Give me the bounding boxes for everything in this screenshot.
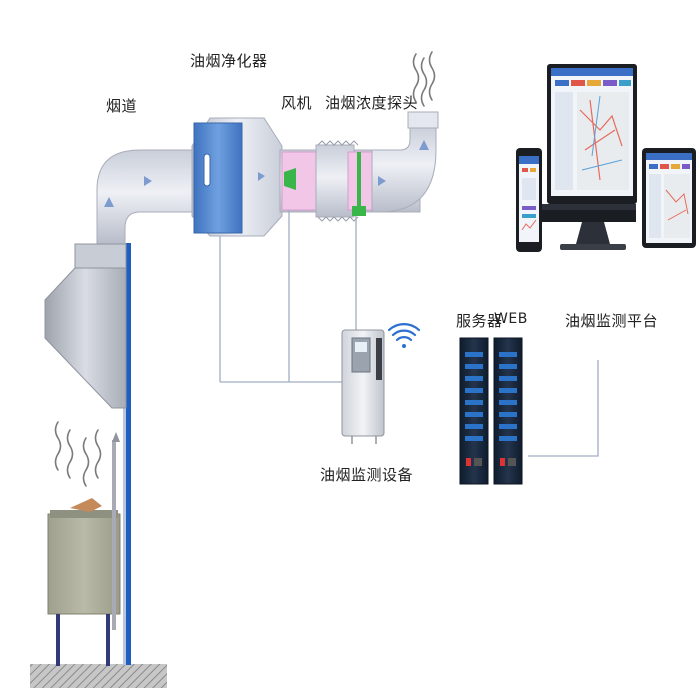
steam-icon <box>54 421 102 487</box>
purifier-window <box>203 153 211 187</box>
label-probe: 油烟浓度探头 <box>325 94 419 112</box>
monitor-device-graphic <box>341 329 385 444</box>
label-fan: 风机 <box>281 94 313 112</box>
desktop-monitor <box>536 64 637 250</box>
label-purifier: 油烟净化器 <box>190 52 268 70</box>
flow-arrow-up <box>104 197 114 207</box>
stove <box>47 432 121 666</box>
tablet <box>642 148 696 248</box>
floor <box>30 664 167 688</box>
flue-duct <box>96 149 206 245</box>
server-rack-left <box>459 337 489 485</box>
fan-marker <box>284 168 296 190</box>
steam-icon <box>412 51 436 107</box>
drain-pipe <box>126 243 131 665</box>
label-flue: 烟道 <box>106 97 138 115</box>
phone <box>516 148 542 252</box>
label-platform: 油烟监测平台 <box>565 312 659 330</box>
label-monitor-device: 油烟监测设备 <box>320 466 414 484</box>
leader-lines <box>219 210 599 457</box>
outlet-duct <box>371 125 437 213</box>
flow-arrow-right <box>144 176 152 186</box>
purifier-core <box>193 122 243 234</box>
label-server: 服务器 <box>456 312 503 330</box>
label-web: WEB <box>494 311 528 327</box>
server-rack-right <box>493 337 523 485</box>
range-hood <box>44 243 127 409</box>
wifi-icon <box>387 323 421 348</box>
probe-stick <box>357 152 361 208</box>
probe-head <box>352 206 366 216</box>
